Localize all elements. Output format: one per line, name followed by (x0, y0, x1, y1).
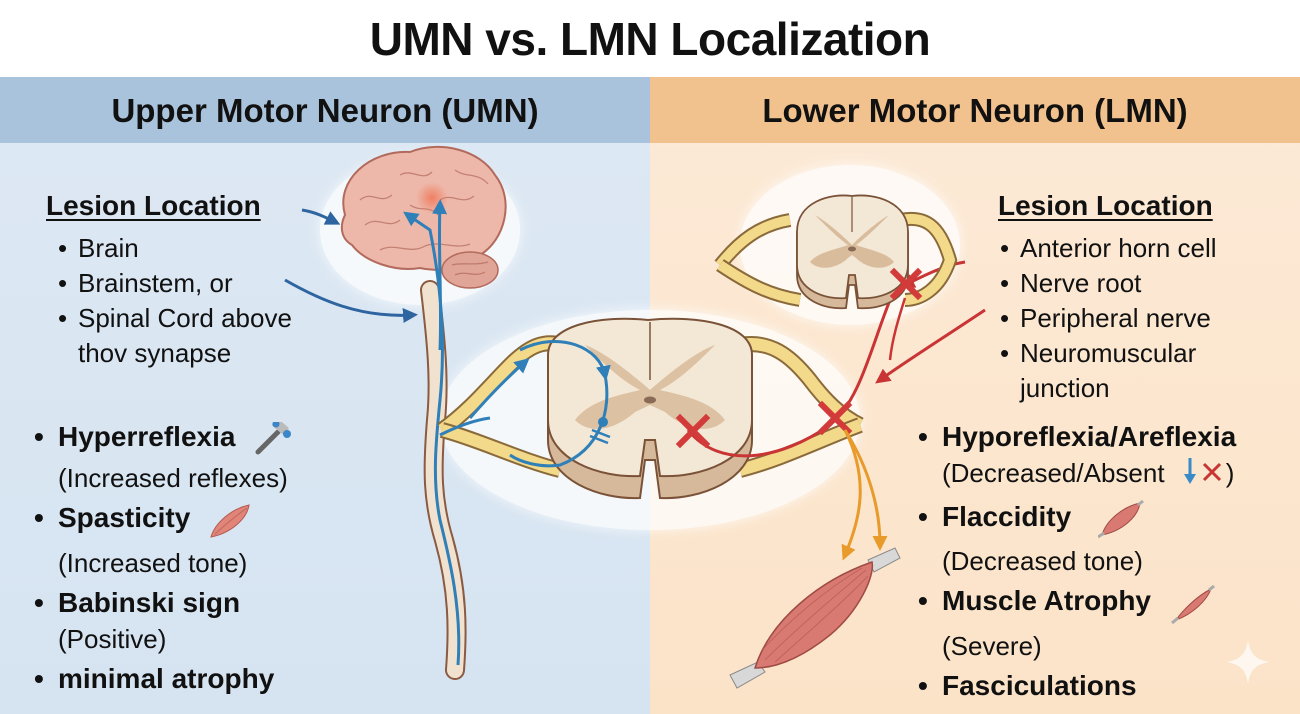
lmn-sign-fasciculations: Fasciculations (916, 667, 1236, 705)
sign-description: (Increased tone) (58, 547, 248, 578)
reflex-hammer-icon (252, 419, 292, 461)
sign-name: Muscle Atrophy (942, 585, 1151, 617)
sign-name: Fasciculations (942, 669, 1137, 701)
umn-signs-list: Hyperreflexia (Increased reflexes) Spast… (32, 418, 292, 702)
list-item-continuation: junction (1020, 373, 1110, 403)
sign-description: (Positive) (58, 623, 167, 654)
lmn-sign-hyporeflexia: Hyporeflexia/Areflexia (Decreased/Absent… (916, 418, 1236, 494)
reflex-arc-arrow (519, 340, 611, 381)
list-item: Nerve root (998, 266, 1217, 301)
lesion-x-icon (817, 400, 853, 436)
sign-description-text: (Decreased/Absent (942, 458, 1165, 488)
brainstem-pointer-arrow (284, 278, 418, 324)
lmn-signs-list: Hyporeflexia/Areflexia (Decreased/Absent… (916, 418, 1236, 709)
brain-icon (340, 145, 507, 289)
sign-description-suffix: ) (1225, 458, 1235, 488)
umn-sign-babinski: Babinski sign (Positive) (32, 584, 292, 656)
list-item: thov synapse (56, 336, 292, 371)
small-spinal-cord-icon (714, 194, 958, 310)
list-item: Peripheral nerve (998, 301, 1217, 336)
list-item: Brainstem, or (56, 266, 292, 301)
lmn-lesion-location-title: Lesion Location (998, 190, 1213, 221)
muscle-icon (207, 501, 253, 546)
umn-sign-hyperreflexia: Hyperreflexia (Increased reflexes) (32, 418, 292, 495)
sparkle-icon (1226, 640, 1270, 684)
sign-name: Hyperreflexia (58, 421, 236, 452)
lesion-x-icon (675, 413, 711, 449)
lmn-sign-muscle-atrophy: Muscle Atrophy (Severe) (916, 582, 1236, 662)
nerve-root-pointer-arrow (875, 308, 986, 384)
sign-description: (Decreased/Absent ) (942, 456, 1236, 494)
umn-sign-minimal-atrophy: minimal atrophy (32, 660, 292, 698)
sign-name: Babinski sign (58, 586, 241, 618)
brain-pointer-arrow (301, 208, 341, 225)
synapse-dot (598, 417, 608, 427)
list-item: Brain (56, 231, 292, 266)
umn-header: Upper Motor Neuron (UMN) (0, 77, 650, 143)
umn-lesion-location-list: Brain Brainstem, or Spinal Cord above th… (56, 231, 292, 371)
efferent-path (509, 374, 609, 468)
efferent-arrow (841, 429, 862, 561)
sign-name: Spasticity (58, 502, 191, 534)
lmn-header: Lower Motor Neuron (LMN) (650, 77, 1300, 143)
sign-name: Flaccidity (942, 501, 1072, 533)
thin-muscle-icon (1171, 584, 1216, 629)
afferent-arrow (468, 358, 530, 419)
sign-name: minimal atrophy (58, 662, 275, 694)
muscle-icon (1096, 499, 1144, 544)
muscle-icon (729, 547, 901, 689)
sign-description: (Increased reflexes) (58, 463, 288, 494)
list-item: Neuromuscular (998, 336, 1217, 371)
umn-sign-spasticity: Spasticity (Increased tone) (32, 499, 292, 579)
list-item: Spinal Cord above (56, 301, 292, 336)
page-title: UMN vs. LMN Localization (369, 13, 931, 65)
list-item-continuation: thov synapse (78, 338, 232, 368)
sign-description: (Severe) (942, 630, 1042, 661)
lmn-lesion-location-list: Anterior horn cell Nerve root Peripheral… (998, 231, 1217, 406)
lesion-x-icon (889, 267, 923, 301)
ascending-tract-arrow (432, 199, 448, 351)
umn-lesion-location-title: Lesion Location (46, 190, 261, 221)
efferent-arrow (843, 429, 888, 551)
sign-name: Hyporeflexia/Areflexia (942, 421, 1237, 452)
sign-description: (Decreased tone) (942, 546, 1143, 577)
list-item: Anterior horn cell (998, 231, 1217, 266)
down-arrow-and-x-icon (1182, 456, 1226, 494)
list-item: junction (998, 371, 1217, 406)
lmn-sign-flaccidity: Flaccidity (Decreased tone) (916, 498, 1236, 578)
